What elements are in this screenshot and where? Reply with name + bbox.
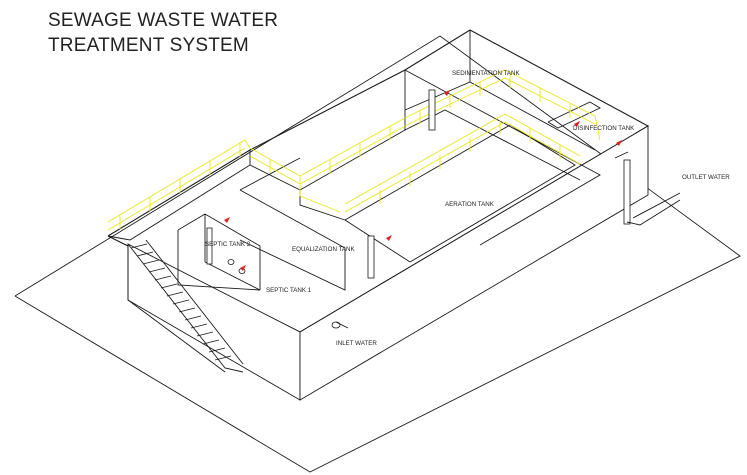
staircase (127, 239, 244, 373)
label-outlet-water: OUTLET WATER (682, 174, 730, 181)
outer-walls (107, 29, 650, 401)
diagram-title: SEWAGE WASTE WATER TREATMENT SYSTEM (48, 8, 278, 58)
ground-plane (14, 35, 741, 473)
label-sedimentation-tank: SEDIMENTATION TANK (452, 70, 520, 77)
flow-arrows (224, 90, 622, 271)
title-line-2: TREATMENT SYSTEM (48, 35, 249, 56)
label-septic-tank-1: SEPTIC TANK 1 (266, 287, 312, 294)
pipes (206, 89, 681, 329)
label-equalization-tank: EQUALIZATION TANK (292, 246, 355, 253)
safety-railing (107, 69, 601, 231)
label-inlet-water: INLET WATER (336, 340, 377, 347)
label-aeration-tank: AERATION TANK (445, 201, 495, 208)
label-disinfection-tank: DISINFECTION TANK (573, 125, 635, 132)
label-septic-tank-2: SEPTIC TANK 2 (205, 241, 251, 248)
title-line-1: SEWAGE WASTE WATER (48, 10, 279, 31)
